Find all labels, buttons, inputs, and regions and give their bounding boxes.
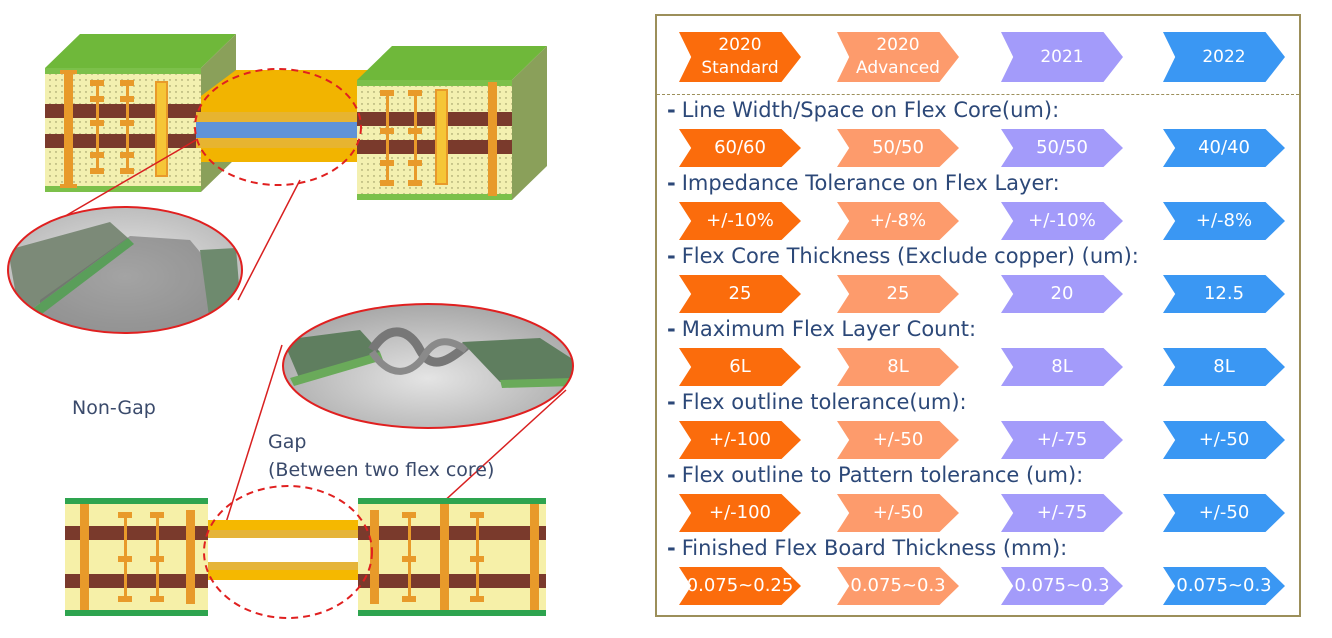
- value-chevron: 60/60: [679, 129, 801, 167]
- value-chevron: +/-100: [679, 421, 801, 459]
- value-chevron: +/-10%: [679, 202, 801, 240]
- value-chevron: +/-50: [837, 421, 959, 459]
- gap-label: Gap: [268, 431, 307, 453]
- gap-photo: [282, 303, 574, 429]
- param-label-text: Flex Core Thickness (Exclude copper) (um…: [681, 244, 1139, 268]
- param-label-text: Maximum Flex Layer Count:: [681, 317, 977, 341]
- value-chevron: +/-50: [1163, 494, 1285, 532]
- value-chevron: +/-75: [1001, 421, 1123, 459]
- top-board-section: [45, 34, 547, 200]
- bullet-dash: -: [667, 98, 676, 122]
- value-chevron: 50/50: [837, 129, 959, 167]
- param-label-text: Line Width/Space on Flex Core(um):: [681, 98, 1060, 122]
- column-header-year: 2022: [1202, 46, 1246, 67]
- column-header-2: 2021: [1001, 32, 1123, 82]
- value-chevron: +/-50: [1163, 421, 1285, 459]
- value-chevron: 50/50: [1001, 129, 1123, 167]
- value-chevron: 12.5: [1163, 275, 1285, 313]
- bullet-dash: -: [667, 244, 676, 268]
- param-label: -Impedance Tolerance on Flex Layer:: [667, 169, 1060, 197]
- param-label-text: Impedance Tolerance on Flex Layer:: [681, 171, 1060, 195]
- value-chevron: +/-75: [1001, 494, 1123, 532]
- value-chevron: +/-8%: [1163, 202, 1285, 240]
- value-chevron: 8L: [1001, 348, 1123, 386]
- value-chevron: +/-8%: [837, 202, 959, 240]
- rigid-flex-diagram: [7, 34, 574, 619]
- value-chevron: 0.075~0.3: [837, 567, 959, 605]
- bullet-dash: -: [667, 317, 676, 341]
- param-label: -Flex Core Thickness (Exclude copper) (u…: [667, 242, 1139, 270]
- value-chevron: 0.075~0.3: [1163, 567, 1285, 605]
- value-chevron: 25: [679, 275, 801, 313]
- param-label-text: Flex outline tolerance(um):: [681, 390, 967, 414]
- value-chevron: 20: [1001, 275, 1123, 313]
- param-label: -Maximum Flex Layer Count:: [667, 315, 976, 343]
- bullet-dash: -: [667, 390, 676, 414]
- param-label: -Finished Flex Board Thickness (mm):: [667, 534, 1067, 562]
- param-label: -Line Width/Space on Flex Core(um):: [667, 96, 1059, 124]
- value-chevron: 25: [837, 275, 959, 313]
- header-divider: [657, 94, 1299, 95]
- column-header-year: 2020: [718, 35, 762, 55]
- non-gap-photo: [7, 206, 243, 334]
- param-label-text: Flex outline to Pattern tolerance (um):: [681, 463, 1084, 487]
- column-header-3: 2022: [1163, 32, 1285, 82]
- gap-label-detail: (Between two flex core): [268, 459, 495, 481]
- bullet-dash: -: [667, 463, 676, 487]
- value-chevron: 8L: [1163, 348, 1285, 386]
- value-chevron: 8L: [837, 348, 959, 386]
- value-chevron: +/-100: [679, 494, 801, 532]
- value-chevron: +/-50: [837, 494, 959, 532]
- column-header-tier: Standard: [701, 58, 779, 78]
- param-label: -Flex outline tolerance(um):: [667, 388, 967, 416]
- param-label: -Flex outline to Pattern tolerance (um):: [667, 461, 1083, 489]
- column-header-year: 2021: [1040, 46, 1084, 67]
- bullet-dash: -: [667, 536, 676, 560]
- column-header-year: 2020: [876, 35, 920, 55]
- param-label-text: Finished Flex Board Thickness (mm):: [681, 536, 1068, 560]
- column-header-tier: Advanced: [856, 58, 940, 78]
- value-chevron: 6L: [679, 348, 801, 386]
- bottom-board-section: [65, 485, 546, 619]
- non-gap-label: Non-Gap: [72, 397, 156, 419]
- bullet-dash: -: [667, 171, 676, 195]
- value-chevron: 40/40: [1163, 129, 1285, 167]
- value-chevron: +/-10%: [1001, 202, 1123, 240]
- value-chevron: 0.075~0.25: [679, 567, 801, 605]
- value-chevron: 0.075~0.3: [1001, 567, 1123, 605]
